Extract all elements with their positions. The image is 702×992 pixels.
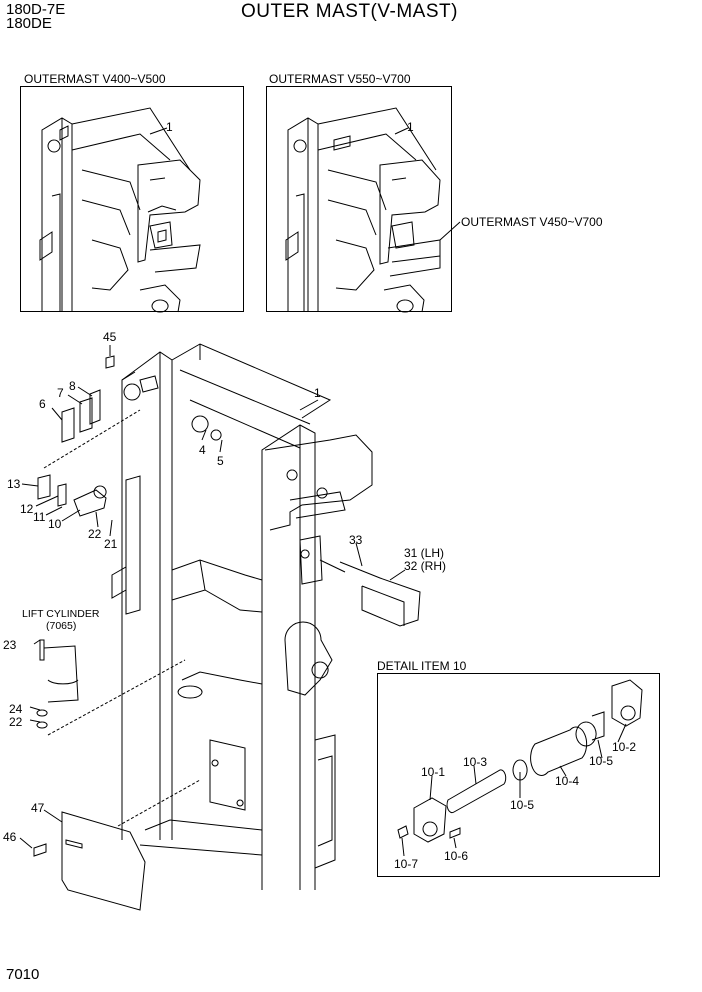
detail-item-10-drawing <box>398 680 642 856</box>
callout-24: 24 <box>9 702 23 716</box>
callout-11: 11 <box>33 510 46 524</box>
lift-cylinder-label: LIFT CYLINDER <box>22 608 100 620</box>
detail-callout-10-5-right: 10-5 <box>589 754 614 768</box>
callout-7: 7 <box>57 386 64 400</box>
callout-22-upper: 22 <box>88 527 102 541</box>
detail-callout-10-4: 10-4 <box>555 774 580 788</box>
callout-1-left-inset: 1 <box>166 120 173 134</box>
guard-plate <box>62 812 145 910</box>
inset-right-mast-sketch <box>286 108 460 312</box>
inset-left-caption: OUTERMAST V400~V500 <box>24 72 166 86</box>
detail-caption: DETAIL ITEM 10 <box>377 659 467 673</box>
callout-12: 12 <box>20 502 34 516</box>
callout-22-lower: 22 <box>9 715 23 729</box>
detail-callout-10-2: 10-2 <box>612 740 637 754</box>
page-title: OUTER MAST(V-MAST) <box>241 1 458 22</box>
inset-right-caption: OUTERMAST V550~V700 <box>269 72 411 86</box>
callout-6: 6 <box>39 397 46 411</box>
callout-21: 21 <box>104 537 118 551</box>
detail-box <box>377 673 660 877</box>
detail-callout-10-3: 10-3 <box>463 755 488 769</box>
callout-45: 45 <box>103 330 117 344</box>
main-mast-frame <box>112 344 372 890</box>
callout-13: 13 <box>7 477 21 491</box>
model-code-1: 180D-7E <box>6 1 66 18</box>
callout-23: 23 <box>3 638 17 652</box>
callout-4: 4 <box>199 443 206 457</box>
detail-callout-10-7: 10-7 <box>394 857 419 871</box>
callout-8: 8 <box>69 379 76 393</box>
callout-5: 5 <box>217 454 224 468</box>
page-number: 7010 <box>6 966 40 983</box>
detail-callout-10-5-left: 10-5 <box>510 798 535 812</box>
callout-31: 31 (LH) <box>404 546 445 560</box>
callout-32: 32 (RH) <box>404 559 447 573</box>
inset-box-right <box>266 86 452 312</box>
callout-10: 10 <box>48 517 62 531</box>
inset-left-mast-sketch <box>40 108 200 312</box>
detail-callout-10-1: 10-1 <box>421 765 446 779</box>
callout-1-right-inset: 1 <box>407 120 414 134</box>
callout-47: 47 <box>31 801 45 815</box>
inset-box-left <box>20 86 244 312</box>
detail-callout-10-6: 10-6 <box>444 849 469 863</box>
lift-cylinder-ref: (7065) <box>46 620 77 632</box>
inset-right-note: OUTERMAST V450~V700 <box>461 215 603 229</box>
callout-46: 46 <box>3 830 17 844</box>
model-code-2: 180DE <box>6 15 52 32</box>
callout-33: 33 <box>349 533 363 547</box>
callout-1-main: 1 <box>314 386 321 400</box>
